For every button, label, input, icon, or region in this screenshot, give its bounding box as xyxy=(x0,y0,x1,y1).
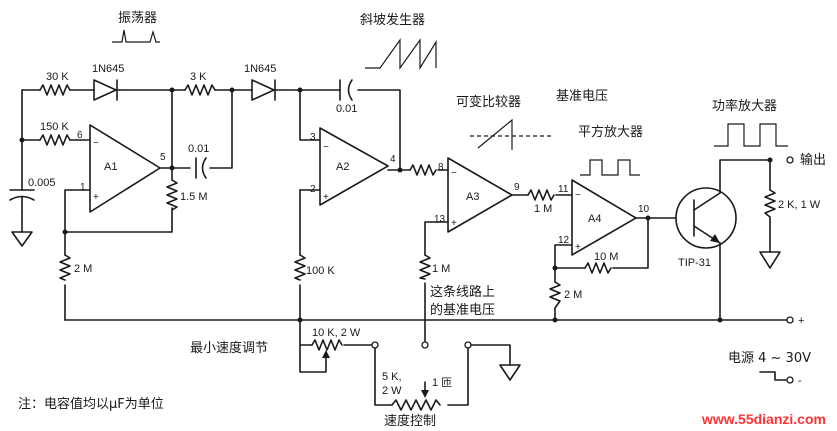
svg-text:2 M: 2 M xyxy=(74,263,92,275)
svg-text:6: 6 xyxy=(77,130,83,141)
svg-text:150 K: 150 K xyxy=(40,121,69,133)
svg-text:+: + xyxy=(575,242,581,253)
svg-text:10 K, 2 W: 10 K, 2 W xyxy=(312,327,361,339)
diodes xyxy=(93,79,283,101)
ramp-title: 斜坡发生器 xyxy=(360,12,425,28)
svg-text:11: 11 xyxy=(558,184,569,195)
svg-text:0.01: 0.01 xyxy=(188,143,209,155)
opamp-a1: A1 6 1 5 − + xyxy=(77,124,166,213)
svg-text:5 K,: 5 K, xyxy=(382,371,402,383)
minus-sign: - xyxy=(798,375,802,387)
svg-text:0.01: 0.01 xyxy=(336,103,357,115)
svg-text:2 M: 2 M xyxy=(564,289,582,301)
svg-text:−: − xyxy=(93,138,99,149)
min-speed-label: 最小速度调节 xyxy=(190,340,268,356)
comparator-title: 可变比较器 xyxy=(456,94,521,110)
svg-text:1 匝: 1 匝 xyxy=(432,377,452,389)
waveforms xyxy=(112,29,788,176)
svg-text:−: − xyxy=(323,142,329,153)
opamp-a3: A3 8 13 9 − + xyxy=(434,157,520,233)
capacitors xyxy=(9,79,353,213)
opamp-a4: A4 11 12 10 − + xyxy=(558,179,650,256)
svg-text:4: 4 xyxy=(390,154,396,165)
output-label: 输出 xyxy=(800,152,826,168)
component-labels: 30 K 1N645 3 K 1N645 150 K 0.005 0.01 1.… xyxy=(28,63,821,397)
terminals xyxy=(371,156,794,384)
wiring xyxy=(21,89,791,406)
block-titles: 振荡器 斜坡发生器 可变比较器 基准电压 平方放大器 功率放大器 输出 这条线路… xyxy=(18,11,826,429)
svg-text:5: 5 xyxy=(160,152,166,163)
power-supply-label: 电源 4 ~ 30V xyxy=(728,351,811,366)
svg-text:+: + xyxy=(93,192,99,203)
line-reference-2: 的基准电压 xyxy=(430,302,495,318)
svg-text:1N645: 1N645 xyxy=(92,63,124,75)
svg-text:10 M: 10 M xyxy=(594,251,618,263)
svg-text:A4: A4 xyxy=(588,213,601,225)
svg-text:3: 3 xyxy=(310,132,316,143)
svg-text:100 K: 100 K xyxy=(306,265,335,277)
svg-text:1 M: 1 M xyxy=(432,263,450,275)
oscillator-title: 振荡器 xyxy=(118,11,157,26)
grounds xyxy=(11,231,781,381)
square-amp-title: 平方放大器 xyxy=(578,124,643,140)
svg-text:1: 1 xyxy=(80,182,86,193)
resistors xyxy=(39,84,776,411)
opamp-a2: A2 3 2 4 − + xyxy=(310,127,396,206)
power-amp-title: 功率放大器 xyxy=(712,98,777,114)
svg-text:1N645: 1N645 xyxy=(244,63,276,75)
watermark: www.55dianzi.com xyxy=(701,411,826,427)
speed-control-label: 速度控制 xyxy=(384,413,436,429)
svg-text:30 K: 30 K xyxy=(46,71,69,83)
svg-text:2 W: 2 W xyxy=(382,385,402,397)
note-label: 注：电容值均以μF为单位 xyxy=(18,396,164,412)
svg-text:A1: A1 xyxy=(104,161,117,173)
svg-text:+: + xyxy=(323,192,329,203)
transistor-tip31: TIP-31 xyxy=(675,187,737,269)
svg-text:9: 9 xyxy=(514,182,520,193)
svg-text:13: 13 xyxy=(434,214,446,225)
plus-sign: + xyxy=(798,315,804,327)
svg-text:1.5 M: 1.5 M xyxy=(180,191,208,203)
svg-text:2 K, 1 W: 2 K, 1 W xyxy=(778,199,821,211)
svg-text:12: 12 xyxy=(558,235,570,246)
svg-text:−: − xyxy=(451,168,457,179)
svg-text:10: 10 xyxy=(638,204,650,215)
line-reference-1: 这条线路上 xyxy=(430,284,495,300)
svg-text:A2: A2 xyxy=(336,161,349,173)
svg-text:1 M: 1 M xyxy=(534,203,552,215)
svg-text:A3: A3 xyxy=(466,191,479,203)
svg-text:+: + xyxy=(451,218,457,229)
reference-title: 基准电压 xyxy=(556,89,608,104)
junctions xyxy=(19,87,773,323)
svg-text:0.005: 0.005 xyxy=(28,177,56,189)
svg-text:TIP-31: TIP-31 xyxy=(678,257,711,269)
svg-text:8: 8 xyxy=(438,162,444,173)
svg-text:−: − xyxy=(575,190,581,201)
svg-text:3 K: 3 K xyxy=(190,71,207,83)
